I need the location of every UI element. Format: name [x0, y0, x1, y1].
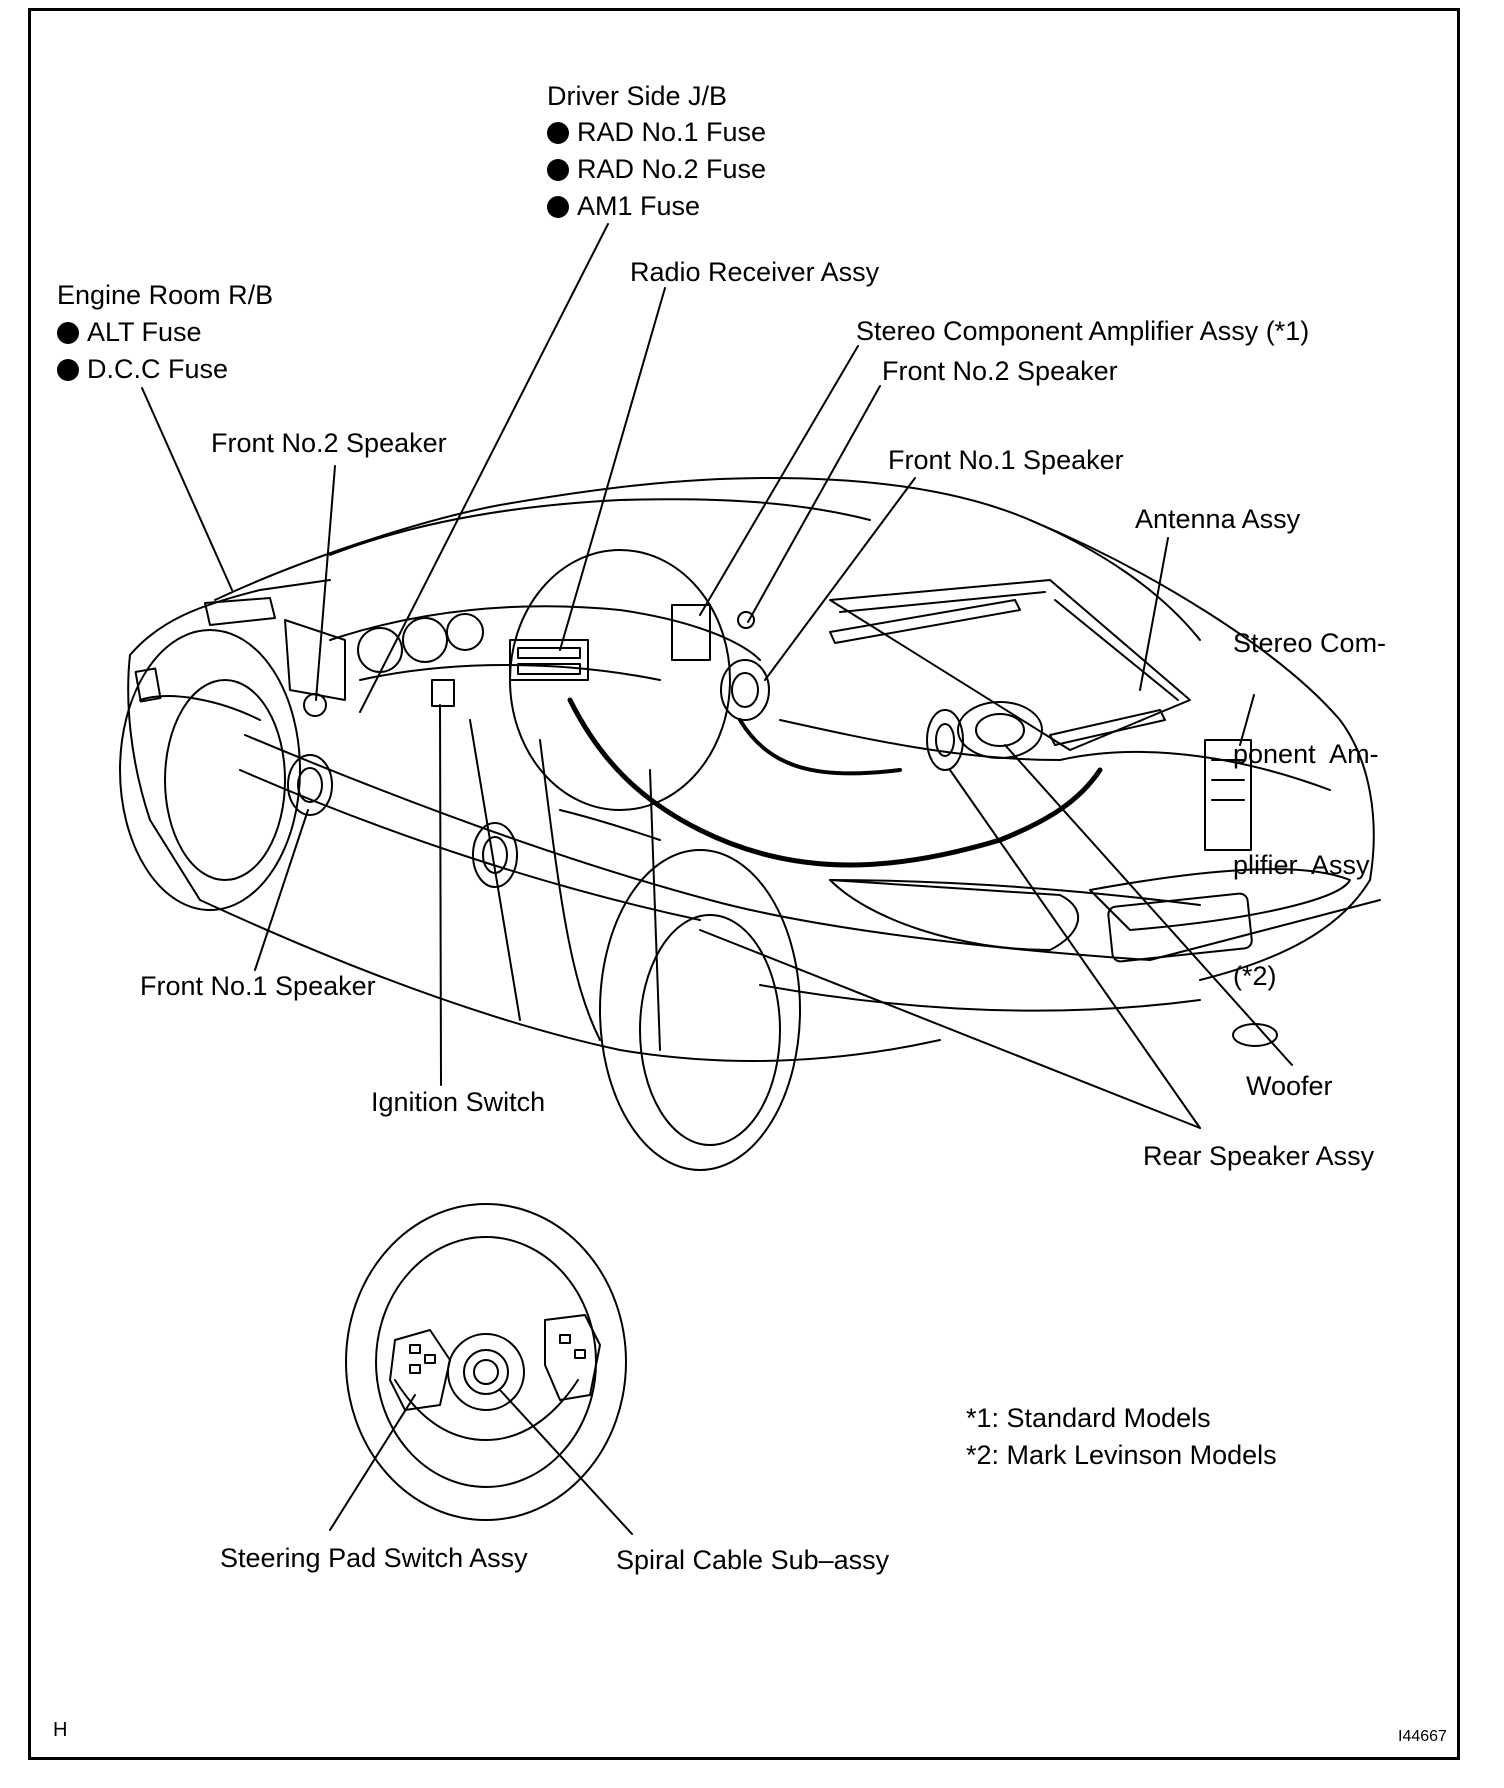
label-amplifier-ml: Stereo Com- ponent Am- plifier Assy (*2)	[1233, 551, 1386, 1032]
engine-rb-item-1: ALT Fuse	[57, 314, 202, 351]
amplifier-standard-unit	[671, 604, 711, 661]
label-front-no1-right: Front No.1 Speaker	[888, 445, 1124, 475]
corner-code-left: H	[53, 1719, 68, 1741]
label-spiral-cable: Spiral Cable Sub–assy	[616, 1545, 890, 1575]
label-front-no1-left: Front No.1 Speaker	[140, 971, 376, 1001]
bullet-icon	[547, 122, 569, 144]
woofer-unit	[957, 701, 1043, 759]
note-standard-models: *1: Standard Models	[966, 1403, 1211, 1433]
ignition-switch-part	[431, 679, 455, 707]
driver-side-jb-title: Driver Side J/B	[547, 81, 728, 111]
driver-jb-item-2: RAD No.2 Fuse	[547, 151, 766, 188]
speaker-front-right-no2	[737, 611, 755, 629]
label-amplifier-standard: Stereo Component Amplifier Assy (*1)	[856, 316, 1310, 346]
amp-ml-line: (*2)	[1233, 961, 1277, 991]
speaker-door-rear	[472, 822, 518, 888]
bullet-icon	[57, 322, 79, 344]
speaker-front-left-no2	[303, 693, 327, 717]
driver-jb-item-3: AM1 Fuse	[547, 188, 700, 225]
label-ignition-switch: Ignition Switch	[371, 1087, 546, 1117]
engine-room-rb-title: Engine Room R/B	[57, 280, 274, 310]
amp-ml-line: ponent Am-	[1233, 739, 1379, 769]
label-woofer: Woofer	[1246, 1071, 1333, 1101]
label-front-no2-right: Front No.2 Speaker	[882, 356, 1118, 386]
car-body	[127, 477, 1381, 1062]
label-radio-receiver: Radio Receiver Assy	[630, 257, 880, 287]
diagram-frame	[28, 8, 1460, 1760]
leader-lines	[141, 223, 1293, 1129]
label-front-no2-left: Front No.2 Speaker	[211, 428, 447, 458]
note-mark-levinson-models: *2: Mark Levinson Models	[966, 1440, 1277, 1470]
engine-room-rb-unit	[204, 597, 276, 626]
amplifier-ml-unit	[1204, 739, 1252, 851]
rear-wheel	[599, 849, 801, 1171]
figure-id: I44667	[1398, 1728, 1447, 1745]
steering-wheel-detail	[329, 1203, 633, 1535]
bullet-icon	[57, 359, 79, 381]
front-wheel	[119, 629, 301, 911]
antenna-element	[829, 599, 1166, 746]
bullet-icon	[547, 196, 569, 218]
amp-ml-line: plifier Assy	[1233, 850, 1370, 880]
speaker-front-left-no1	[287, 754, 333, 816]
label-antenna: Antenna Assy	[1135, 504, 1301, 534]
label-steering-pad-switch: Steering Pad Switch Assy	[220, 1543, 528, 1573]
gauge-cluster	[357, 613, 484, 673]
label-rear-speaker: Rear Speaker Assy	[1143, 1141, 1375, 1171]
driver-jb-item-1: RAD No.1 Fuse	[547, 114, 766, 151]
speaker-front-right-no1	[720, 659, 770, 721]
rear-speaker-unit	[926, 709, 964, 771]
radio-receiver-unit	[509, 639, 589, 681]
engine-rb-item-2: D.C.C Fuse	[57, 351, 228, 388]
wire-harness	[567, 697, 1103, 868]
bullet-icon	[547, 159, 569, 181]
amp-ml-line: Stereo Com-	[1233, 628, 1387, 658]
wire-harness-2	[738, 718, 902, 776]
